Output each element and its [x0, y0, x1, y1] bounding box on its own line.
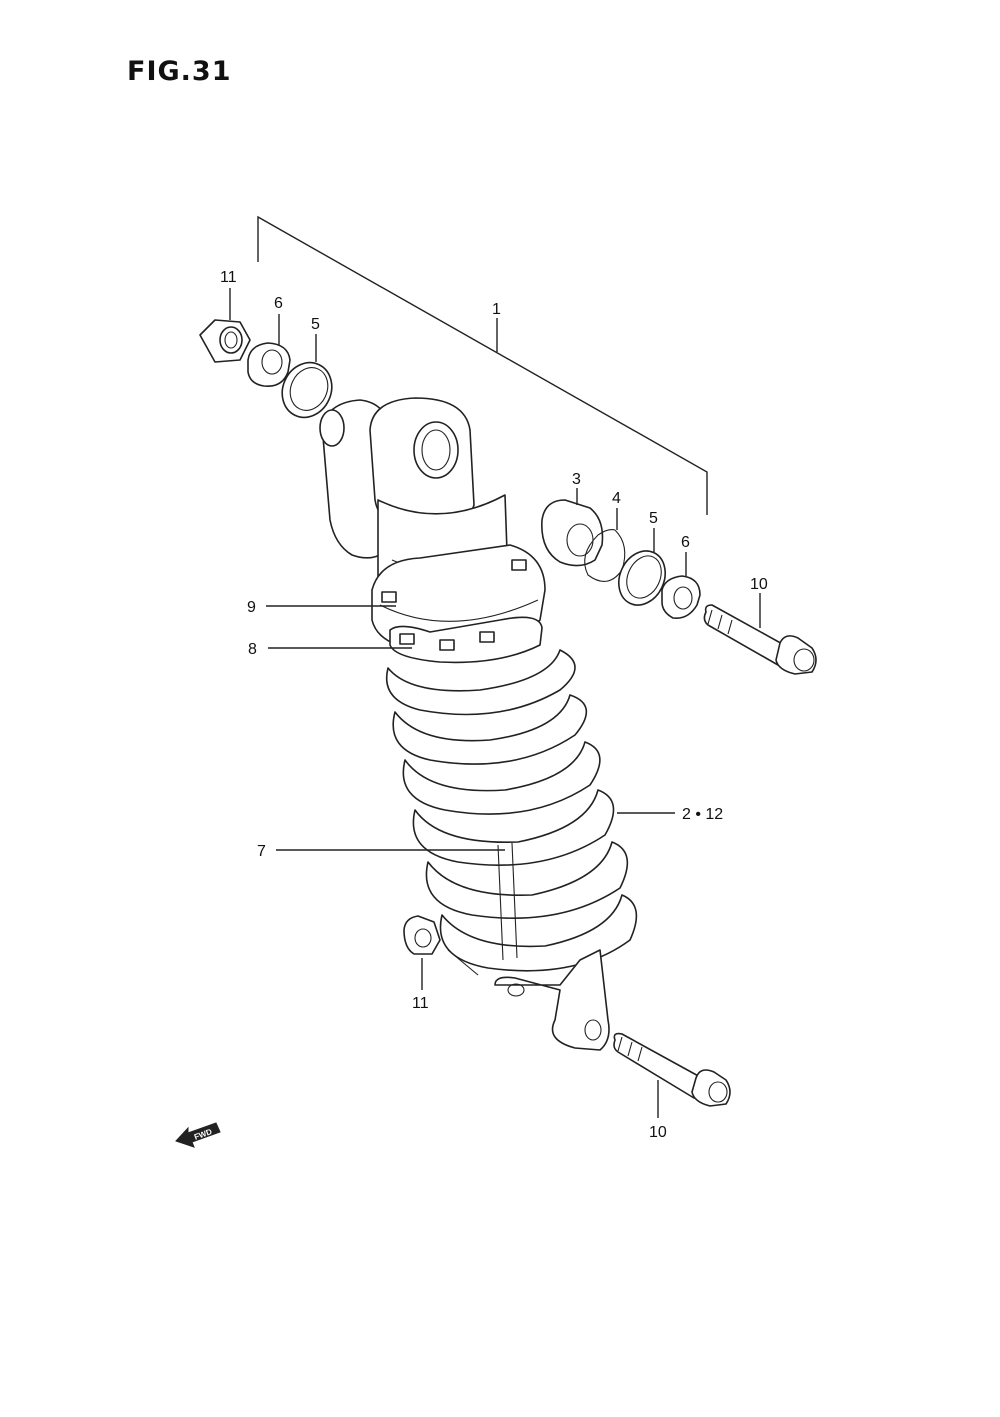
bearing-part: [541, 499, 604, 567]
upper-seal-part: [281, 361, 333, 419]
callout-10-upper: 10: [750, 576, 768, 593]
callout-11-lower: 11: [412, 995, 429, 1012]
callout-labels: 11 6 5 1 3 4 5 6 10 9 8 2 • 12 7 11 10: [220, 269, 768, 1141]
callout-5-right: 5: [649, 510, 658, 527]
fwd-arrow-icon: FWD: [175, 1122, 221, 1148]
upper-bolt-part: [703, 604, 817, 675]
callout-7: 7: [257, 843, 266, 860]
right-seal-part: [618, 550, 666, 606]
callout-8: 8: [248, 641, 257, 658]
leader-lines: [229, 288, 761, 1118]
snap-ring-part: [584, 529, 626, 582]
callout-11-upper: 11: [220, 269, 237, 286]
right-spacer-part: [661, 575, 701, 620]
callout-10-lower: 10: [649, 1124, 667, 1141]
upper-spacer-part: [247, 342, 291, 388]
callout-2-12: 2 • 12: [682, 806, 723, 823]
spring-part: [386, 649, 638, 972]
callout-6-upper: 6: [274, 295, 283, 312]
lock-nut-part: [389, 616, 543, 664]
assembly-bracket: [257, 215, 708, 515]
fwd-label: FWD: [193, 1127, 213, 1142]
lower-nut-part: [403, 915, 441, 955]
callout-5-upper: 5: [311, 316, 320, 333]
upper-nut-part: [199, 319, 251, 363]
lower-clevis-part: [447, 949, 610, 1051]
callout-1: 1: [492, 301, 501, 318]
lower-bolt-part: [613, 1032, 731, 1107]
callout-9: 9: [247, 599, 256, 616]
callout-6-right: 6: [681, 534, 690, 551]
figure-title: FIG.31: [127, 56, 232, 87]
callout-4: 4: [612, 490, 621, 507]
callout-3: 3: [572, 471, 581, 488]
